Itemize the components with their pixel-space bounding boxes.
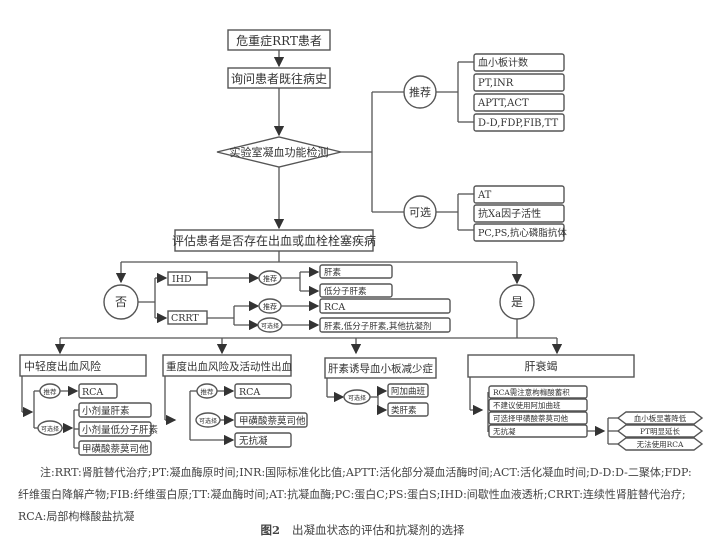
- cat3-opt-item-box: [387, 402, 429, 417]
- crrt-rec-label: 推荐: [263, 302, 277, 311]
- cat2-other-item: 无抗凝: [239, 435, 268, 447]
- cat1-rec-item-box: [78, 383, 118, 399]
- crrt-rec-item-box: [319, 298, 451, 314]
- rec-item: PT,INR: [478, 78, 514, 89]
- cat1-opt-item: 甲磺酸萘莫司他: [82, 443, 149, 455]
- ihd-item-box: [319, 283, 393, 298]
- cat4-item: 不建议使用阿加曲班: [493, 400, 561, 410]
- cat1-opt-item: 小剂量肝素: [82, 405, 130, 417]
- category-box: [324, 357, 437, 379]
- note-line-2: 纤维蛋白降解产物;FIB:纤维蛋白原;TT:凝血酶时间;AT:抗凝血酶;PC:蛋…: [18, 488, 686, 501]
- crrt-opt-item: 肝素,低分子肝素,其他抗凝剂: [324, 321, 431, 332]
- crrt-rec-item: RCA: [324, 302, 345, 313]
- rec-item: 血小板计数: [478, 56, 528, 69]
- lab-test-text: 实验室凝血功能检测: [230, 145, 329, 159]
- condition-text: 血小板显著降低: [634, 413, 687, 423]
- cat2-opt-item: 甲磺酸萘莫司他: [239, 415, 306, 427]
- category-box: [162, 354, 292, 377]
- cat2-other-item-box: [234, 432, 292, 448]
- cat2-opt-item-box: [234, 412, 308, 428]
- rec-item: D-D,FDP,FIB,TT: [478, 118, 559, 129]
- condition-hexagon: [616, 437, 704, 451]
- cat2-opt-label: 可选择: [199, 417, 217, 425]
- ihd-text: IHD: [172, 274, 192, 285]
- ihd-item: 肝素: [324, 267, 342, 278]
- cat3-opt-item-box: [387, 383, 429, 398]
- cat2-rec-item-box: [234, 383, 292, 399]
- rec-item-box: [473, 113, 565, 132]
- ihd-rec-label: 推荐: [263, 274, 277, 283]
- category-title: 肝素诱导血小板减少症: [328, 362, 433, 375]
- figure-number: 图2: [260, 523, 280, 537]
- start-text: 危重症RRT患者: [236, 33, 322, 48]
- cat2-rec-label: 推荐: [201, 387, 215, 396]
- rec-item-box: [473, 53, 565, 72]
- cat4-item: 无抗凝: [493, 426, 516, 436]
- cat2-rec-item: RCA: [239, 387, 260, 398]
- category-title: 肝衰竭: [525, 359, 558, 373]
- figure-title: 出凝血状态的评估和抗凝剂的选择: [292, 523, 465, 537]
- note-line-1: 注:RRT:肾脏替代治疗;PT:凝血酶原时间;INR:国际标准化比值;APTT:…: [40, 466, 692, 479]
- category-box: [19, 354, 147, 377]
- category-box: [467, 354, 635, 378]
- cat4-item: 可选择甲磺酸萘莫司他: [493, 413, 568, 423]
- opt-item: 抗Xa因子活性: [478, 207, 541, 220]
- opt-item: AT: [477, 190, 492, 201]
- flowchart: 危重症RRT患者 询问患者既往病史 实验室凝血功能检测 推荐 血小板计数 PT,…: [19, 29, 704, 456]
- note-line-3: RCA:局部枸橼酸盐抗凝: [18, 510, 135, 523]
- opt-item-box: [473, 223, 565, 242]
- ihd-item: 低分子肝素: [324, 286, 367, 297]
- recommended-label: 推荐: [409, 85, 431, 99]
- cat1-opt-label: 可选择: [41, 425, 59, 433]
- cat1-rec-label: 推荐: [44, 387, 58, 396]
- cat3-opt-item: 类肝素: [391, 405, 417, 416]
- category-title: 重度出血风险及活动性出血: [166, 360, 292, 373]
- cat4-item-box: [488, 385, 588, 399]
- assess-text: 评估患者是否存在出血或血栓栓塞疾病: [172, 233, 376, 248]
- rec-item-box: [473, 73, 565, 92]
- crrt-opt-label: 可选择: [261, 322, 279, 330]
- condition-hexagon: [616, 424, 704, 438]
- opt-item-box: [473, 204, 565, 223]
- crrt-opt-item-box: [319, 317, 451, 333]
- cat1-rec-item: RCA: [82, 387, 103, 398]
- cat4-item: RCA需注意枸橼酸蓄积: [493, 387, 570, 397]
- no-label: 否: [115, 295, 127, 309]
- cat1-opt-item-box: [78, 402, 152, 418]
- condition-hexagon: [616, 411, 704, 425]
- condition-text: PT明显延长: [640, 426, 681, 436]
- cat1-opt-item-box: [78, 440, 152, 456]
- crrt-text: CRRT: [171, 313, 199, 324]
- ihd-item-box: [319, 264, 393, 279]
- cat3-opt-item: 阿加曲班: [391, 386, 426, 397]
- opt-item: PC,PS,抗心磷脂抗体: [478, 227, 567, 239]
- figure-caption: 图2 出凝血状态的评估和抗凝剂的选择: [0, 522, 725, 538]
- yes-label: 是: [511, 295, 523, 309]
- history-text: 询问患者既往病史: [231, 71, 327, 86]
- cat1-opt-item: 小剂量低分子肝素: [82, 424, 159, 436]
- rec-item-box: [473, 93, 565, 112]
- cat1-opt-item-box: [78, 421, 152, 437]
- category-title: 中轻度出血风险: [24, 359, 101, 373]
- rec-item: APTT,ACT: [477, 98, 529, 109]
- cat4-item-box: [488, 411, 588, 425]
- condition-text: 无法使用RCA: [637, 439, 684, 449]
- cat3-opt-label: 可选择: [348, 394, 366, 402]
- optional-label: 可选: [409, 206, 431, 219]
- cat4-item-box: [488, 398, 588, 412]
- assess-box: [174, 229, 374, 252]
- opt-item-box: [473, 185, 565, 204]
